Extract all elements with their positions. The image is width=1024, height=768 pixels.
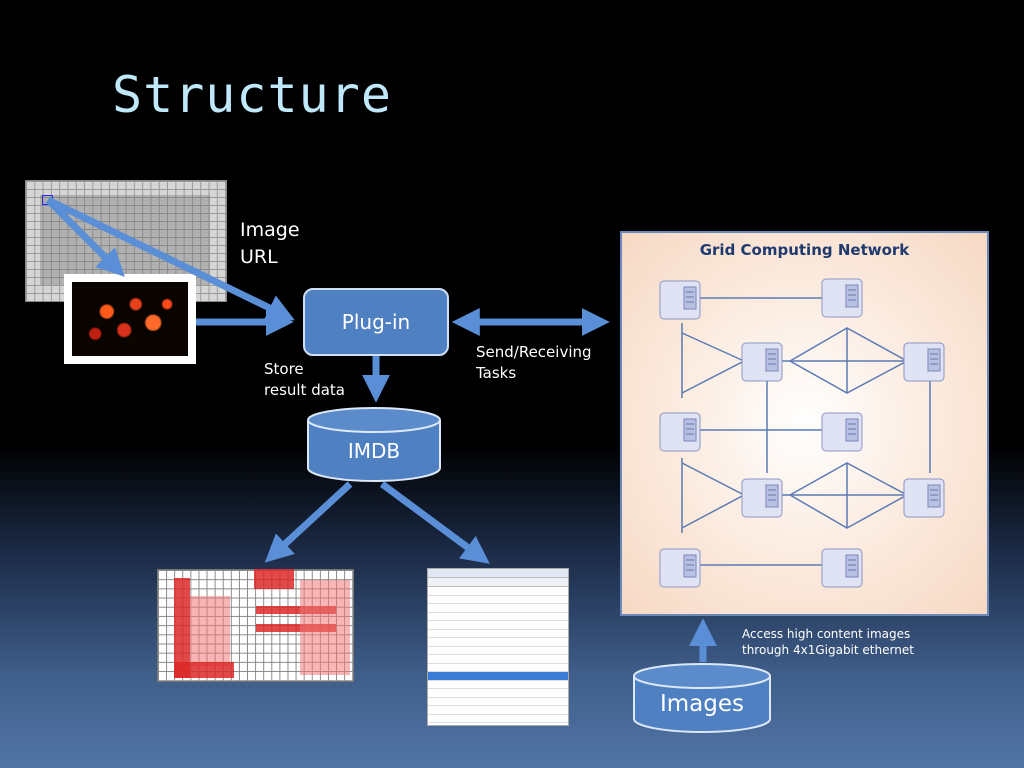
heatmap-region <box>256 606 336 614</box>
heatmap-region <box>254 569 294 589</box>
heatmap-region <box>256 624 336 632</box>
images-database: Images <box>632 662 772 734</box>
images-label: Images <box>659 691 744 717</box>
imdb-label: IMDB <box>347 439 401 463</box>
store-result-label: Store result data <box>264 360 345 399</box>
slide-title: Structure <box>112 66 392 124</box>
server-icon <box>820 275 870 325</box>
server-icon <box>902 339 952 389</box>
heatmap-region <box>300 580 350 675</box>
imdb-database: IMDB <box>306 406 442 484</box>
access-label: Access high content images through 4x1Gi… <box>742 627 914 657</box>
server-icon <box>820 409 870 459</box>
heatmap-region <box>190 596 230 666</box>
server-icon <box>658 277 708 327</box>
server-icon <box>658 409 708 459</box>
data-window-screenshot <box>427 568 569 726</box>
server-icon <box>740 475 790 525</box>
server-icon <box>658 545 708 595</box>
send-receiving-label: Send/Receiving Tasks <box>476 343 592 382</box>
heatmap-region <box>174 578 190 678</box>
network-title: Grid Computing Network <box>699 241 910 259</box>
server-icon <box>740 339 790 389</box>
server-icon <box>820 545 870 595</box>
heatmap-region <box>174 662 234 678</box>
image-url-label: Image URL <box>240 219 300 268</box>
grid-computing-network: Grid Computing Network <box>620 231 989 616</box>
cell-fluorescence-image <box>64 274 196 364</box>
server-icon <box>902 475 952 525</box>
plugin-node: Plug-in <box>303 288 449 356</box>
